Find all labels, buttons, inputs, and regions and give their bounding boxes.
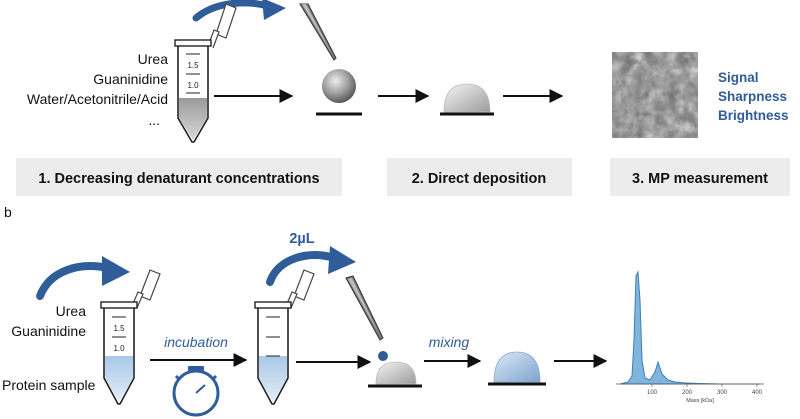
step-2-label: 2. Direct deposition (412, 171, 547, 187)
readout-sharpness: Sharpness (718, 89, 787, 104)
mixing-label: mixing (429, 334, 470, 350)
stopwatch-icon (172, 366, 220, 417)
tube-icon (254, 301, 292, 405)
droplet-icon (322, 69, 356, 103)
panel-b-label: b (4, 204, 12, 220)
volume-label: 2µL (289, 231, 314, 247)
curved-arrow-icon (266, 251, 338, 286)
protein-sample-label: Protein sample (2, 377, 96, 393)
curved-arrow-icon (36, 262, 112, 300)
step-3-label: 3. MP measurement (632, 171, 768, 187)
tube-cap-icon (285, 269, 315, 309)
curved-arrow-head (262, 0, 286, 20)
reagent-urea: Urea (56, 303, 87, 319)
histogram-tick-100: 100 (647, 390, 658, 396)
tube-mark-1-5: 1.5 (187, 61, 199, 70)
histogram-tick-300: 300 (717, 390, 728, 396)
histogram-xlabel: Mass [kDa] (686, 398, 714, 404)
droplet-icon (375, 361, 417, 385)
readout-brightness: Brightness (718, 108, 789, 123)
tube-mark-1-0: 1.0 (187, 81, 199, 90)
curved-arrow-icon (192, 0, 272, 22)
step-box-2 (387, 158, 572, 196)
pipette-icon (345, 275, 384, 341)
histogram-tick-400: 400 (752, 390, 763, 396)
curved-arrow-head (102, 256, 130, 286)
pipette-icon (299, 3, 337, 61)
incubation-label: incubation (164, 334, 228, 350)
curved-arrow-head (328, 246, 356, 274)
tube-mark-1-5: 1.5 (113, 324, 125, 333)
tube-mark-1-0: 1.0 (113, 344, 125, 353)
histogram-icon (616, 270, 764, 387)
histogram-tick-200: 200 (682, 390, 693, 396)
readout-signal: Signal (718, 70, 759, 85)
reagent-guaninidine: Guaninidine (93, 71, 168, 87)
droplet-icon (378, 351, 388, 361)
tube-icon (100, 301, 138, 405)
droplet-icon (443, 83, 491, 113)
tube-icon (174, 39, 212, 143)
step-box-3 (610, 158, 790, 196)
reagent-guaninidine: Guaninidine (11, 323, 86, 339)
step-box-1 (16, 158, 342, 196)
reagent-urea: Urea (138, 51, 169, 67)
reagent-more: ... (148, 112, 160, 128)
droplet-icon (493, 351, 541, 383)
mp-image (612, 52, 698, 138)
reagent-water-acetonitrile-acid: Water/Acetonitrile/Acid (27, 91, 168, 107)
step-1-label: 1. Decreasing denaturant concentrations (38, 171, 319, 187)
